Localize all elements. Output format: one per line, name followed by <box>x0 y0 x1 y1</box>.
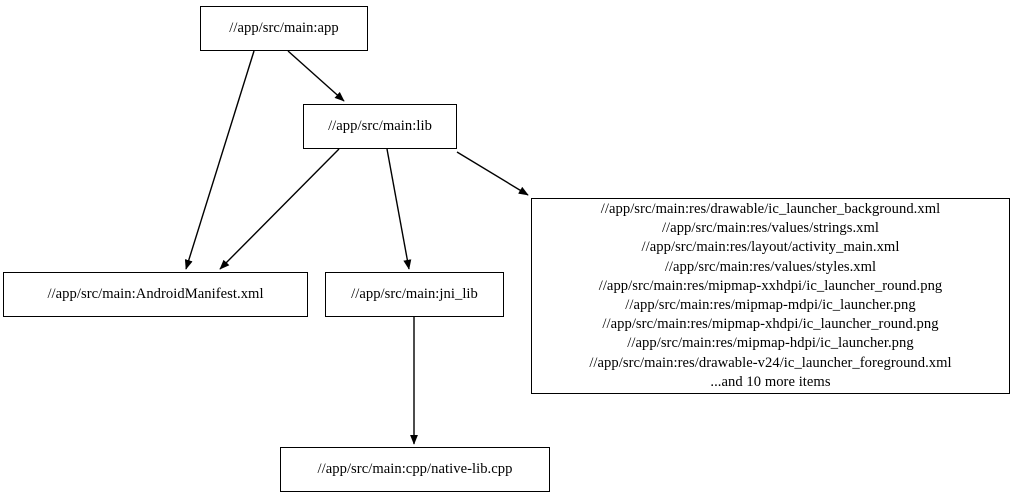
node-android-manifest-label: //app/src/main:AndroidManifest.xml <box>47 285 264 302</box>
edge-app-to-android-manifest <box>184 50 255 270</box>
node-app-label: //app/src/main:app <box>229 19 339 36</box>
node-android-manifest[interactable]: //app/src/main:AndroidManifest.xml <box>3 272 308 317</box>
edge-lib-to-jni-lib <box>386 148 412 270</box>
node-native-lib-label: //app/src/main:cpp/native-lib.cpp <box>317 460 513 477</box>
node-jni-lib-label: //app/src/main:jni_lib <box>351 285 478 302</box>
node-native-lib[interactable]: //app/src/main:cpp/native-lib.cpp <box>280 447 550 492</box>
edge-lib-to-android-manifest <box>219 148 340 270</box>
node-app[interactable]: //app/src/main:app <box>200 6 368 51</box>
node-resources[interactable]: //app/src/main:res/drawable/ic_launcher_… <box>531 198 1010 394</box>
node-lib-label: //app/src/main:lib <box>328 117 432 134</box>
node-jni-lib[interactable]: //app/src/main:jni_lib <box>325 272 504 317</box>
node-lib[interactable]: //app/src/main:lib <box>303 104 457 149</box>
edge-app-to-lib <box>287 50 345 102</box>
node-resources-label: //app/src/main:res/drawable/ic_launcher_… <box>589 200 952 390</box>
edge-lib-to-resources <box>456 151 529 196</box>
